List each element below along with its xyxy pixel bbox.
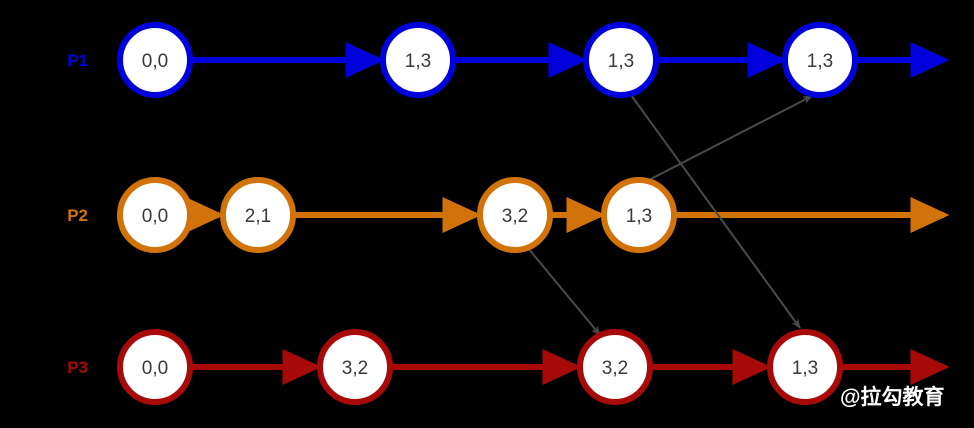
process-label-p2: P2: [67, 206, 88, 225]
event-node-p1-n2[interactable]: 1,3: [380, 22, 456, 98]
messages-layer: [527, 94, 813, 336]
event-node-circle: [117, 177, 193, 253]
event-node-label: 2,1: [245, 206, 271, 227]
event-node-p3-n3[interactable]: 3,2: [577, 329, 653, 405]
event-node-label: 1,3: [608, 51, 634, 72]
event-node-p1-n4[interactable]: 1,3: [782, 22, 858, 98]
event-node-label: 0,0: [142, 51, 168, 72]
process-label-p3: P3: [67, 358, 88, 377]
message-arrow-msg-p2-to-p1: [644, 95, 813, 183]
event-node-circle: [117, 22, 193, 98]
event-node-p3-n2[interactable]: 3,2: [317, 329, 393, 405]
event-node-circle: [317, 329, 393, 405]
event-node-label: 0,0: [142, 358, 168, 379]
event-node-label: 1,3: [792, 358, 818, 379]
event-node-label: 1,3: [807, 51, 833, 72]
event-node-circle: [767, 329, 843, 405]
event-node-circle: [477, 177, 553, 253]
event-node-circle: [220, 177, 296, 253]
event-node-circle: [601, 177, 677, 253]
process-label-p1: P1: [67, 51, 88, 70]
event-node-p2-n3[interactable]: 3,2: [477, 177, 553, 253]
nodes-layer: 0,0 1,3 1,3 1,3 0,0 2,1 3,2 1,3 0,0 3,2 3,2 1,3: [117, 22, 858, 405]
event-node-label: 1,3: [405, 51, 431, 72]
event-node-p2-n2[interactable]: 2,1: [220, 177, 296, 253]
event-node-circle: [583, 22, 659, 98]
watermark: @拉勾教育: [840, 386, 945, 409]
event-node-label: 1,3: [626, 206, 652, 227]
event-node-p3-n1[interactable]: 0,0: [117, 329, 193, 405]
event-node-circle: [577, 329, 653, 405]
event-node-p2-n4[interactable]: 1,3: [601, 177, 677, 253]
event-node-p2-n1[interactable]: 0,0: [117, 177, 193, 253]
event-node-p3-n4[interactable]: 1,3: [767, 329, 843, 405]
message-arrow-msg-p2-to-p3: [527, 247, 601, 336]
event-node-label: 3,2: [502, 206, 528, 227]
event-node-circle: [782, 22, 858, 98]
event-node-label: 0,0: [142, 206, 168, 227]
event-node-p1-n3[interactable]: 1,3: [583, 22, 659, 98]
event-node-p1-n1[interactable]: 0,0: [117, 22, 193, 98]
event-node-label: 3,2: [342, 358, 368, 379]
message-arrow-msg-p1-to-p3: [630, 94, 801, 329]
event-node-label: 3,2: [602, 358, 628, 379]
event-node-circle: [380, 22, 456, 98]
event-node-circle: [117, 329, 193, 405]
